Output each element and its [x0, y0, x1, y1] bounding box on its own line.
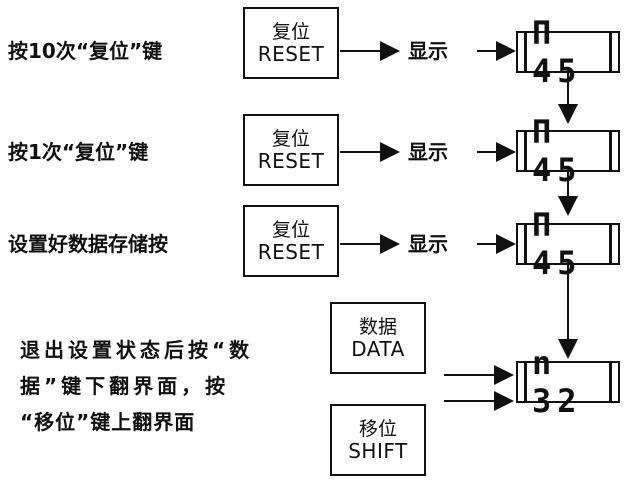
data-key-cn: 数据: [358, 316, 397, 338]
reset-key-2-en: RESET: [257, 149, 325, 173]
final-note-line-3: “移位”键上翻界面: [20, 410, 196, 434]
step-3-label: 设置好数据存储按: [8, 232, 168, 256]
shift-key-cn: 移位: [358, 418, 397, 440]
display-word-1: 显示: [408, 39, 448, 63]
reset-key-1-en: RESET: [257, 42, 325, 66]
display-word-3: 显示: [408, 232, 448, 256]
readout-final-value: n 32: [532, 344, 583, 420]
reset-key-2-cn: 复位: [271, 128, 310, 150]
display-word-2: 显示: [408, 140, 448, 164]
data-key[interactable]: 数据 DATA: [330, 302, 426, 374]
readout-final: n 32: [516, 344, 620, 420]
final-note-line-2: 据”键下翻界面，按: [20, 374, 230, 398]
readout-3: Π 45: [516, 206, 620, 282]
shift-key-en: SHIFT: [348, 439, 408, 463]
shift-key[interactable]: 移位 SHIFT: [330, 404, 426, 476]
reset-key-1[interactable]: 复位 RESET: [243, 7, 339, 79]
reset-key-3[interactable]: 复位 RESET: [243, 205, 339, 277]
step-1-label: 按10次“复位”键: [8, 39, 163, 63]
step-2-label: 按1次“复位”键: [8, 140, 149, 164]
readout-2-value: Π 45: [532, 113, 583, 189]
final-note-line-1: 退出设置状态后按“数: [20, 338, 254, 362]
reset-key-2[interactable]: 复位 RESET: [243, 114, 339, 186]
reset-key-1-cn: 复位: [271, 21, 310, 43]
reset-key-3-cn: 复位: [271, 219, 310, 241]
readout-3-value: Π 45: [532, 206, 583, 282]
data-key-en: DATA: [351, 337, 405, 361]
readout-2: Π 45: [516, 113, 620, 189]
readout-1: Π 45: [516, 14, 620, 90]
reset-key-3-en: RESET: [257, 240, 325, 264]
readout-1-value: Π 45: [532, 14, 583, 90]
